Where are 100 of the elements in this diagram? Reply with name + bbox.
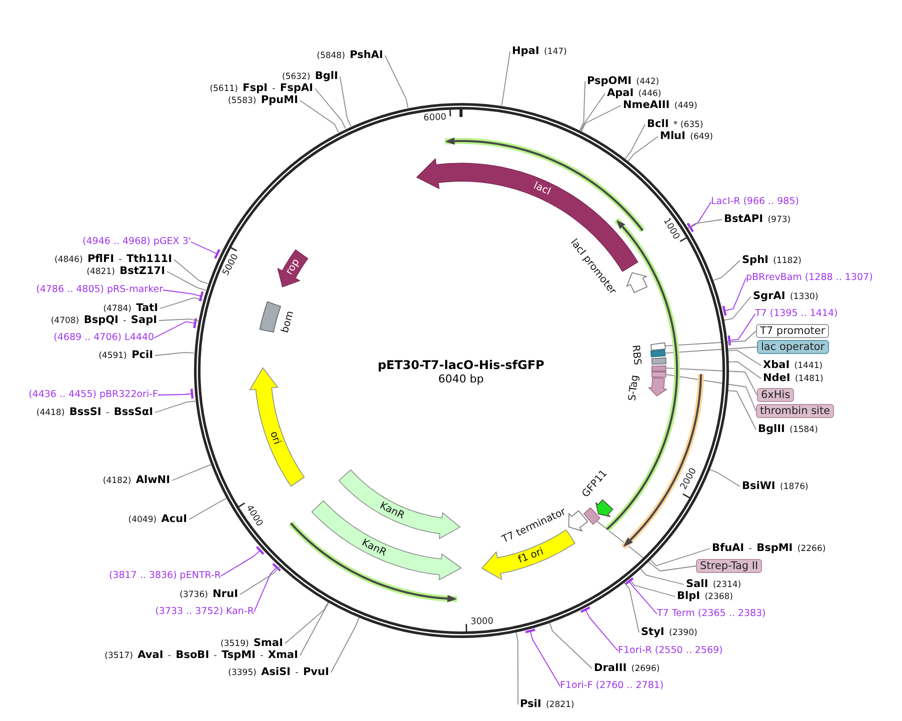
scale-label: 6000: [422, 112, 446, 124]
restriction-site-label: (4418) BssSI - BssSαI: [36, 406, 155, 419]
feature-label: ori: [268, 430, 282, 446]
restriction-site-label: (5848) PshAI: [316, 49, 385, 62]
leader-line: [664, 330, 756, 346]
restriction-site-label: StyI (2390): [639, 626, 698, 639]
restriction-site-label: MluI (649): [658, 130, 713, 143]
leader-line: [300, 100, 339, 133]
leader-line: [284, 602, 329, 644]
feature-block: [651, 364, 667, 372]
primer-label: (4786 .. 4805) pRS-marker: [36, 284, 163, 296]
restriction-site-label: (4846) PflFI - Tth111I: [54, 253, 174, 266]
restriction-site-label: (4784) TatI: [103, 302, 160, 315]
leader-line: [596, 520, 696, 572]
feature-tag: lac operator: [757, 340, 829, 354]
leader-line: [728, 361, 762, 379]
restriction-site-label: (5611) FspI - FspAI: [210, 82, 315, 95]
leader-line: [727, 350, 762, 366]
leader-line: [158, 388, 194, 400]
primer-label: (3817 .. 3836) pENTR-R: [108, 570, 221, 582]
leader-line: [314, 88, 346, 130]
leader-line: [220, 546, 265, 576]
primer-label: (4436 .. 4455) pBR322ori-F: [28, 389, 158, 401]
leader-line: [330, 616, 360, 673]
leader-line: [624, 577, 658, 614]
primer-label: (4946 .. 4968) pGEX 3': [82, 236, 191, 248]
leader-line: [154, 352, 194, 356]
leader-line: [501, 51, 510, 106]
primer-label: F1ori-R (2550 .. 2569): [618, 645, 723, 657]
leader-line: [666, 368, 758, 396]
leader-line: [640, 568, 684, 585]
restriction-site-label: BlpI (2368): [675, 590, 733, 603]
primer-label: (3733 .. 3752) Kan-R: [155, 606, 254, 618]
restriction-site-label: (4591) PciI: [98, 349, 155, 362]
leader-line: [624, 582, 640, 633]
feature-tag: T7 promoter: [756, 324, 830, 338]
primer-label: T7 (1395 .. 1414): [755, 308, 838, 320]
feature-label: lacI: [531, 180, 552, 198]
feature-tag: thrombin site: [756, 404, 834, 418]
restriction-site-label: PspOMI (442): [585, 75, 660, 88]
primer-label: T7 Term (2365 .. 2383): [657, 608, 766, 620]
leader-line: [666, 374, 756, 412]
feature-label: rop: [284, 256, 302, 276]
leader-line: [154, 400, 196, 413]
leader-line: [384, 55, 408, 108]
leader-line: [727, 390, 756, 430]
leader-line: [162, 290, 204, 302]
feature-label: RBS: [630, 344, 643, 366]
restriction-site-label: ApaI (446): [605, 87, 662, 100]
restriction-site-label: SalI (2314): [684, 578, 742, 591]
leader-line: [524, 628, 560, 686]
leader-line: [166, 271, 206, 291]
restriction-site-label: (3519) SmaI: [220, 637, 285, 650]
restriction-site-label: BglII (1584): [756, 423, 818, 436]
primer-label: LacI-R (966 .. 985): [711, 196, 799, 208]
leader-line: [579, 81, 586, 131]
feature-label: S-Tag: [627, 374, 641, 402]
leader-line: [254, 562, 282, 612]
restriction-site-label: DraIII (2696): [592, 662, 660, 675]
leader-line: [172, 464, 212, 481]
leader-line: [686, 202, 712, 233]
plasmid-name: pET30-T7-lacO-His-sfGFP: [378, 358, 544, 372]
leader-line: [650, 548, 710, 566]
restriction-site-label: (4821) BstZ17I: [86, 265, 167, 278]
leader-line: [624, 124, 646, 160]
restriction-site-label: (4708) BspQI - SapI: [50, 314, 159, 327]
restriction-site-label: PsiI (2821): [518, 698, 574, 711]
restriction-site-label: HpaI (147): [510, 45, 567, 58]
leader-line: [687, 219, 722, 229]
leader-line: [580, 93, 606, 132]
leader-line: [340, 76, 352, 127]
leader-line: [188, 498, 227, 520]
primer-label: pBRrevBam (1288 .. 1307): [746, 272, 873, 284]
restriction-site-label: (4182) AlwNI: [102, 474, 172, 487]
restriction-site-label: (5583) PpuMI: [228, 94, 300, 107]
leader-line: [240, 566, 280, 595]
feature-tag: 6xHis: [757, 388, 794, 402]
feature-label: bom: [279, 310, 296, 334]
leader-line: [516, 631, 518, 705]
leader-line: [160, 297, 204, 309]
restriction-site-label: (5632) BglI: [282, 70, 340, 83]
leader-line: [580, 606, 618, 652]
leader-line: [712, 260, 740, 281]
scale-label: 3000: [470, 616, 494, 628]
restriction-site-label: BsiWI (1876): [740, 480, 808, 493]
restriction-site-label: (3517) AvaI - BsoBI - TspMI - XmaI: [104, 649, 300, 662]
feature-label: f1 ori: [516, 546, 545, 566]
plasmid-length: 6040 bp: [438, 372, 484, 386]
restriction-site-label: BclI* (635): [645, 118, 704, 131]
restriction-site-label: XbaI (1441): [761, 359, 823, 372]
feature-block: [650, 349, 666, 358]
restriction-site-label: (3395) AsiSI - PvuI: [228, 666, 331, 679]
primer-label: F1ori-F (2760 .. 2781): [560, 680, 664, 692]
leader-line: [154, 317, 198, 338]
primer-label: (4689 .. 4706) L4440: [54, 332, 154, 344]
restriction-site-label: NdeI (1481): [761, 372, 824, 385]
leader-line: [722, 278, 746, 317]
leader-line: [300, 602, 330, 656]
restriction-site-label: SgrAI (1330): [751, 290, 818, 303]
leader-line: [549, 622, 592, 669]
